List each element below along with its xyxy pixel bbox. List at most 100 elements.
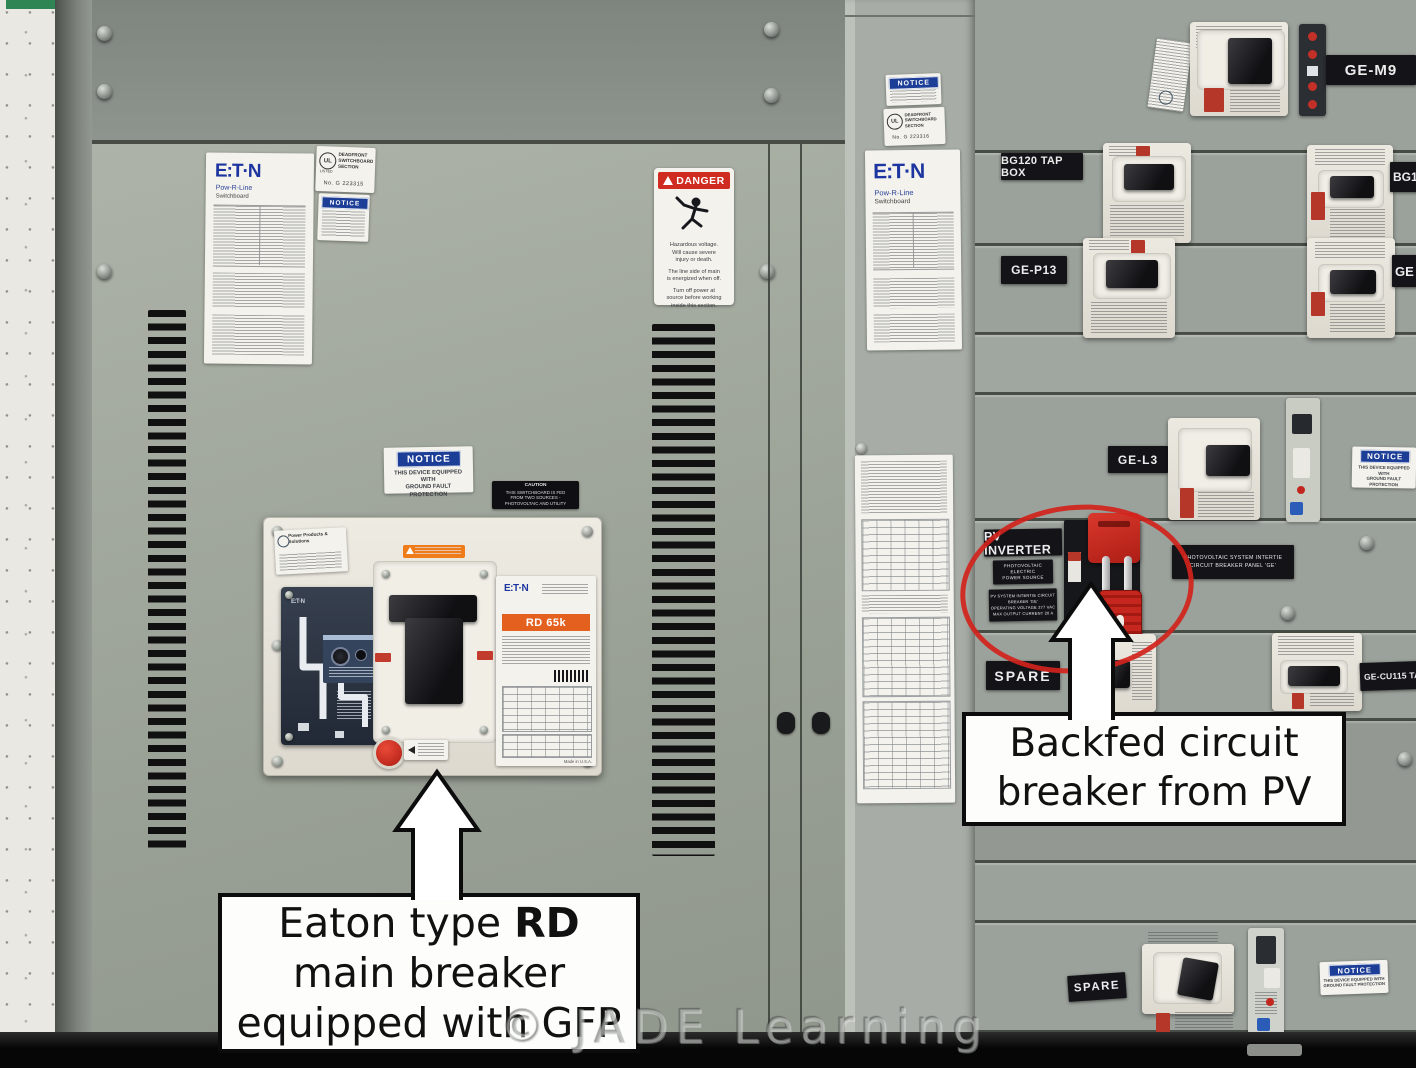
pv-strip-label: PHOTOVOLTAIC SYSTEM INTERTIE CIRCUIT BRE… — [1172, 545, 1294, 579]
circuit-label-spare-bottom: SPARE — [1067, 972, 1127, 1002]
handle-pin-left — [375, 653, 391, 662]
door-latch[interactable] — [812, 712, 830, 734]
bolt — [97, 264, 112, 279]
strip-window — [1264, 968, 1280, 988]
rail-seam — [975, 150, 1416, 153]
push-to-trip-button[interactable] — [373, 737, 405, 769]
handle-pin-right — [477, 651, 493, 660]
circuit-label-ge-p13: GE-P13 — [1001, 256, 1067, 284]
label-text-lines — [1109, 146, 1139, 158]
red-screw — [1308, 32, 1317, 41]
section-serial: No. G 223316 — [892, 133, 930, 141]
danger-line: The line side of main — [668, 268, 720, 275]
pv-strip-line: CIRCUIT BREAKER PANEL 'GE' — [1189, 563, 1277, 569]
circuit-directory-label — [854, 454, 956, 804]
eaton-logo: E:T·N — [291, 599, 305, 605]
rail-seam — [975, 332, 1416, 335]
label-text-lines — [861, 594, 948, 614]
vendor-name: Power Products & Solutions — [288, 531, 328, 544]
stile-spec-label: E:T·N Pow-R-Line Switchboard — [864, 149, 963, 351]
circuit-label-ge-m9: GE-M9 — [1326, 55, 1416, 85]
label-text-lines — [1091, 302, 1167, 334]
red-screw — [1308, 50, 1317, 59]
left-panel-top-band — [92, 0, 845, 140]
breaker-handle[interactable] — [1288, 666, 1340, 686]
breaker-handle[interactable] — [1176, 957, 1220, 1001]
blue-indicator — [1257, 1018, 1270, 1031]
label-text-lines — [337, 691, 371, 721]
danger-line: Turn off power at — [673, 287, 715, 294]
main-breaker-handle[interactable] — [405, 618, 463, 704]
label-text-lines — [212, 272, 305, 309]
bolt — [1281, 606, 1295, 620]
deadfront-label: UL LISTED DEADFRONT SWITCHBOARD SECTION … — [315, 145, 376, 194]
blue-indicator — [1290, 502, 1303, 515]
screw — [272, 756, 283, 767]
screw — [285, 591, 293, 599]
label-text-lines — [329, 667, 379, 679]
label-text-lines — [415, 547, 461, 556]
product-name: Pow-R-Line — [215, 184, 253, 192]
shock-figure-icon — [675, 196, 709, 230]
keyhole — [1116, 615, 1124, 627]
breaker-lockout-clamp[interactable] — [1088, 513, 1140, 563]
breaker — [1168, 418, 1260, 520]
notice-body: THIS DEVICE EQUIPPED WITH GROUND FAULT P… — [1354, 464, 1414, 487]
label-text-lines — [1230, 90, 1280, 112]
eaton-spec-label: E:T·N Pow-R-Line Switchboard — [203, 152, 315, 365]
notice-body: THIS DEVICE EQUIPPED WITH GROUND FAULT P… — [388, 469, 468, 499]
strip-block — [1256, 936, 1276, 964]
label-text-lines — [1148, 932, 1218, 944]
red-indicator — [1266, 998, 1274, 1006]
notice-line: GROUND FAULT PROTECTION — [1366, 475, 1402, 487]
red-rating-sticker — [1180, 488, 1194, 518]
label-text-lines — [321, 210, 366, 238]
breaker — [1083, 238, 1175, 338]
directory-table — [861, 518, 950, 592]
label-text-lines — [542, 584, 588, 596]
annotation-line: Eaton type RD — [278, 898, 579, 948]
breaker-handle[interactable] — [1106, 260, 1158, 288]
ul-text: UL — [323, 157, 332, 165]
watermark: © JADE Learning — [500, 1000, 989, 1054]
circuit-label-ge: GE — [1392, 255, 1416, 287]
rail-seam — [975, 243, 1416, 246]
door-seam — [800, 144, 802, 1068]
main-breaker-handle-top[interactable] — [389, 595, 477, 622]
bolt — [97, 84, 112, 99]
green-strip — [6, 0, 58, 9]
breaker-handle[interactable] — [1330, 270, 1376, 294]
red-rating-sticker — [1292, 693, 1304, 709]
meter-strip — [1286, 398, 1320, 522]
danger-line: Will cause severe — [672, 249, 716, 256]
door-latch[interactable] — [777, 712, 795, 734]
rating-table — [502, 734, 592, 758]
trip-dial-small[interactable] — [355, 649, 367, 661]
ul-logo-icon: UL — [318, 152, 337, 170]
bolt — [1398, 752, 1412, 766]
eaton-logo: E:T·N — [504, 583, 529, 594]
danger-label: DANGER Hazardous voltage. Will cause sev… — [654, 168, 734, 309]
annotation-line: equipped with GFP — [236, 999, 622, 1047]
breaker-handle[interactable] — [1206, 445, 1250, 476]
trip-dial[interactable] — [331, 647, 350, 666]
notice-header: NOTICE — [1328, 963, 1381, 977]
label-text-lines — [1110, 205, 1184, 237]
annotation-text-bold: RD — [514, 898, 580, 947]
notice-line: GROUND FAULT PROTECTION — [1323, 981, 1386, 989]
rd-rating-label: E:T·N RD 65k Made in U.S.A. — [496, 576, 596, 766]
rail-seam — [975, 630, 1416, 633]
eaton-logo: E:T·N — [214, 160, 261, 183]
notice-line: THIS DEVICE EQUIPPED WITH — [394, 469, 463, 484]
left-arrow-icon — [408, 746, 415, 754]
label-text-lines — [1089, 240, 1129, 252]
breaker — [1272, 633, 1362, 711]
caution-two-sources-label: CAUTION THIS SWITCHBOARD IS FED FROM TWO… — [492, 481, 579, 509]
breaker-handle[interactable] — [1330, 176, 1374, 198]
label-text-lines — [1315, 242, 1385, 260]
breaker-handle[interactable] — [1124, 164, 1174, 190]
bolt — [1360, 536, 1374, 550]
breaker-handle[interactable] — [1228, 38, 1272, 84]
label-text-lines — [1330, 304, 1385, 332]
notice-header: NOTICE — [321, 196, 369, 210]
